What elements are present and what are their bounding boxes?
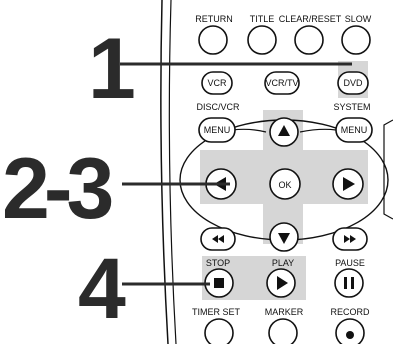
step-number-4: 4 [78, 241, 126, 337]
pause-icon-bar-right [351, 277, 354, 289]
return-label: RETURN [195, 14, 233, 24]
remote-edge-right [383, 119, 393, 220]
record-label: RECORD [330, 307, 370, 317]
remote-edge-inner [168, 0, 177, 344]
vcr-button-label: VCR [207, 78, 227, 88]
vcr-tv-button[interactable] [264, 71, 300, 95]
vcr-button[interactable] [201, 71, 233, 95]
down-arrow-icon [278, 233, 290, 244]
stop-label: STOP [206, 258, 230, 268]
clear-reset-label: CLEAR/RESET [279, 14, 342, 24]
slow-button[interactable] [341, 25, 371, 55]
ring-connector-right [299, 128, 337, 133]
rewind-icon [212, 235, 224, 243]
pause-label: PAUSE [335, 258, 365, 268]
ok-button[interactable] [269, 168, 301, 200]
step-number-2-3: 2-3 [2, 141, 111, 237]
timer-set-button[interactable] [204, 318, 234, 344]
return-button[interactable] [198, 25, 228, 55]
fast-forward-icon [344, 235, 356, 243]
dvd-button-label: DVD [343, 78, 363, 88]
right-arrow-icon [343, 177, 355, 191]
marker-label: MARKER [265, 307, 304, 317]
record-icon [346, 331, 354, 339]
remote-edge-outer [160, 0, 169, 344]
system-menu-button[interactable] [335, 117, 373, 143]
clear-reset-button[interactable] [294, 25, 324, 55]
disc-vcr-menu-label: MENU [204, 125, 231, 135]
up-arrow-icon [278, 125, 290, 136]
disc-vcr-menu-button[interactable] [198, 117, 236, 143]
timer-set-label: TIMER SET [192, 307, 241, 317]
pause-icon-bar-left [344, 277, 347, 289]
pause-button[interactable] [334, 268, 364, 298]
title-button[interactable] [247, 25, 277, 55]
ok-button-label: OK [278, 180, 291, 190]
play-label: PLAY [272, 258, 294, 268]
step-number-1: 1 [88, 21, 136, 117]
system-label: SYSTEM [333, 102, 370, 112]
dvd-button[interactable] [337, 71, 369, 95]
disc-vcr-label: DISC/VCR [196, 102, 240, 112]
ring-connector-left [231, 128, 267, 133]
play-icon [277, 276, 288, 290]
marker-button[interactable] [268, 318, 298, 344]
vcr-tv-button-label: VCR/TV [265, 78, 298, 88]
title-label: TITLE [250, 14, 275, 24]
stop-icon [214, 278, 224, 288]
system-menu-label: MENU [341, 125, 368, 135]
slow-label: SLOW [345, 14, 372, 24]
